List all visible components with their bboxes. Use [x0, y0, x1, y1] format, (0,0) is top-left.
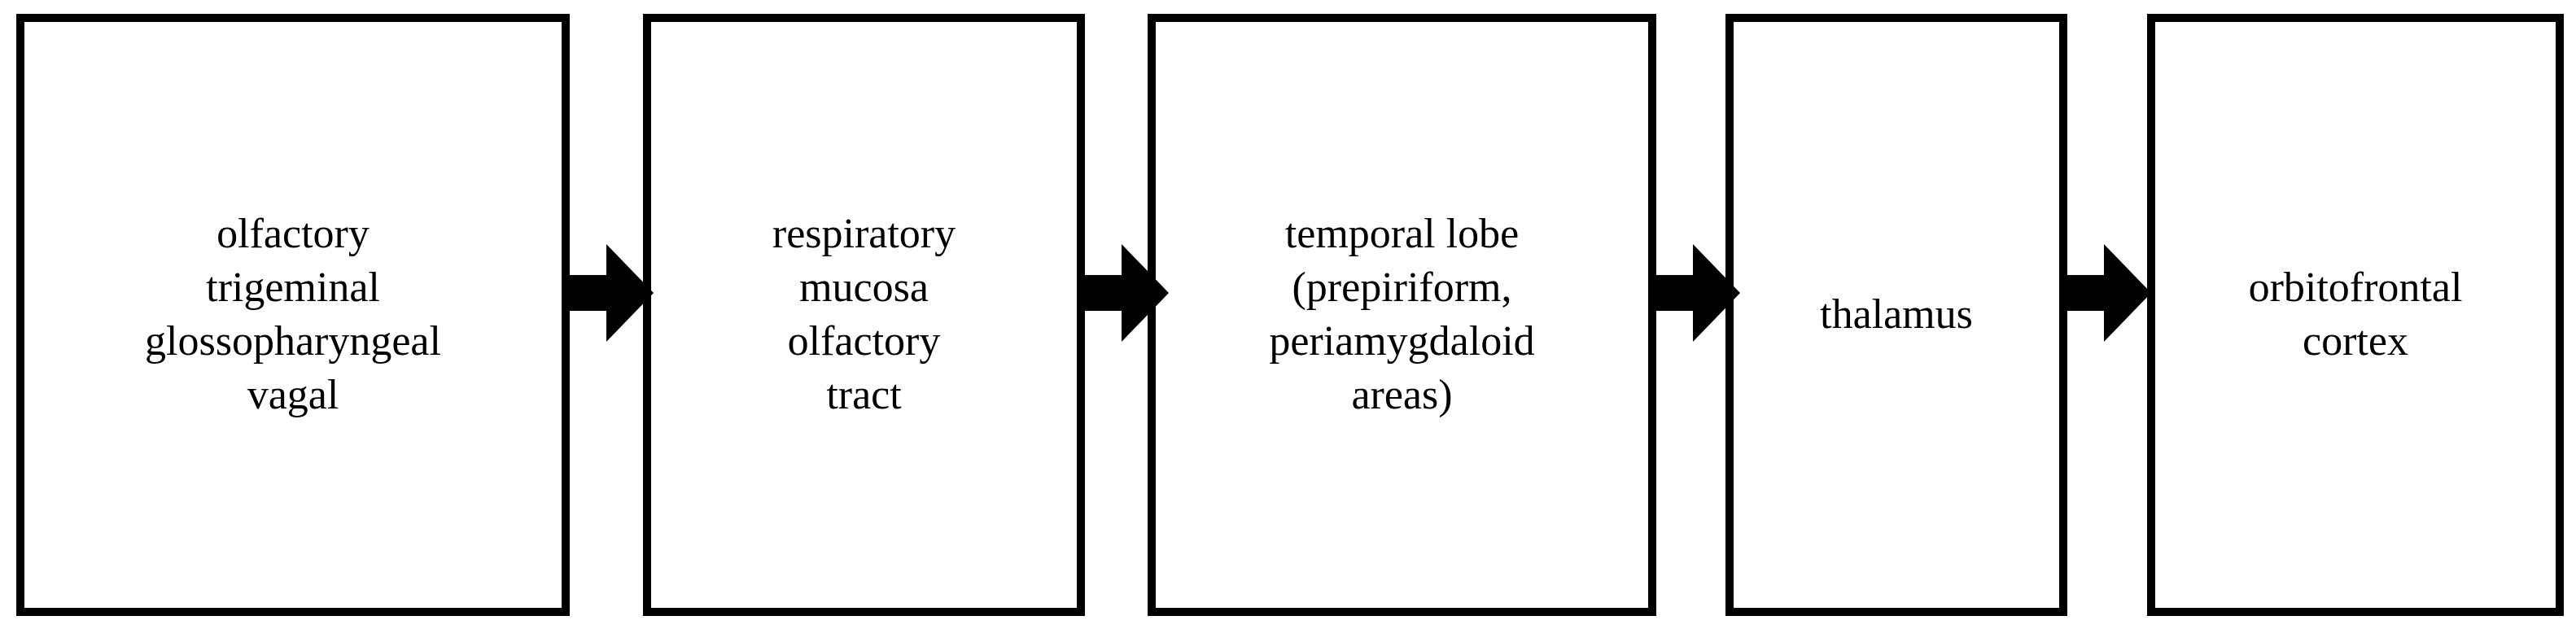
orbitofrontal-cortex-box: orbitofrontal cortex	[2147, 14, 2564, 616]
box-text-line: areas)	[1351, 372, 1453, 418]
temporal-lobe-box: temporal lobe (prepiriform, periamygdalo…	[1148, 14, 1656, 616]
arrow-box4-to-box5	[2062, 244, 2151, 342]
box-text-line: tract	[826, 372, 902, 418]
box-text-line: orbitofrontal	[2248, 264, 2463, 311]
box-text-line: cortex	[2303, 318, 2408, 365]
box-text-line: thalamus	[1820, 291, 1973, 338]
cranial-nerves-box: olfactory trigeminal glossopharyngeal va…	[16, 14, 570, 616]
thalamus-box: thalamus	[1725, 14, 2067, 616]
respiratory-mucosa-box: respiratory mucosa olfactory tract	[643, 14, 1085, 616]
box-text-line: periamygdaloid	[1269, 318, 1535, 365]
arrow-box1-to-box2	[564, 244, 654, 342]
box-text-line: olfactory	[216, 211, 370, 257]
box-text-line: vagal	[247, 372, 339, 418]
box-text-line: trigeminal	[206, 264, 380, 311]
box-text-line: mucosa	[799, 264, 929, 311]
arrow-box2-to-box3	[1079, 244, 1169, 342]
box-text-line: glossopharyngeal	[145, 318, 441, 365]
box-text-line: respiratory	[772, 211, 956, 257]
box-text-line: (prepiriform,	[1292, 264, 1512, 311]
arrow-box3-to-box4	[1651, 244, 1740, 342]
box-text-line: temporal lobe	[1284, 211, 1520, 257]
box-text-line: olfactory	[787, 318, 941, 365]
